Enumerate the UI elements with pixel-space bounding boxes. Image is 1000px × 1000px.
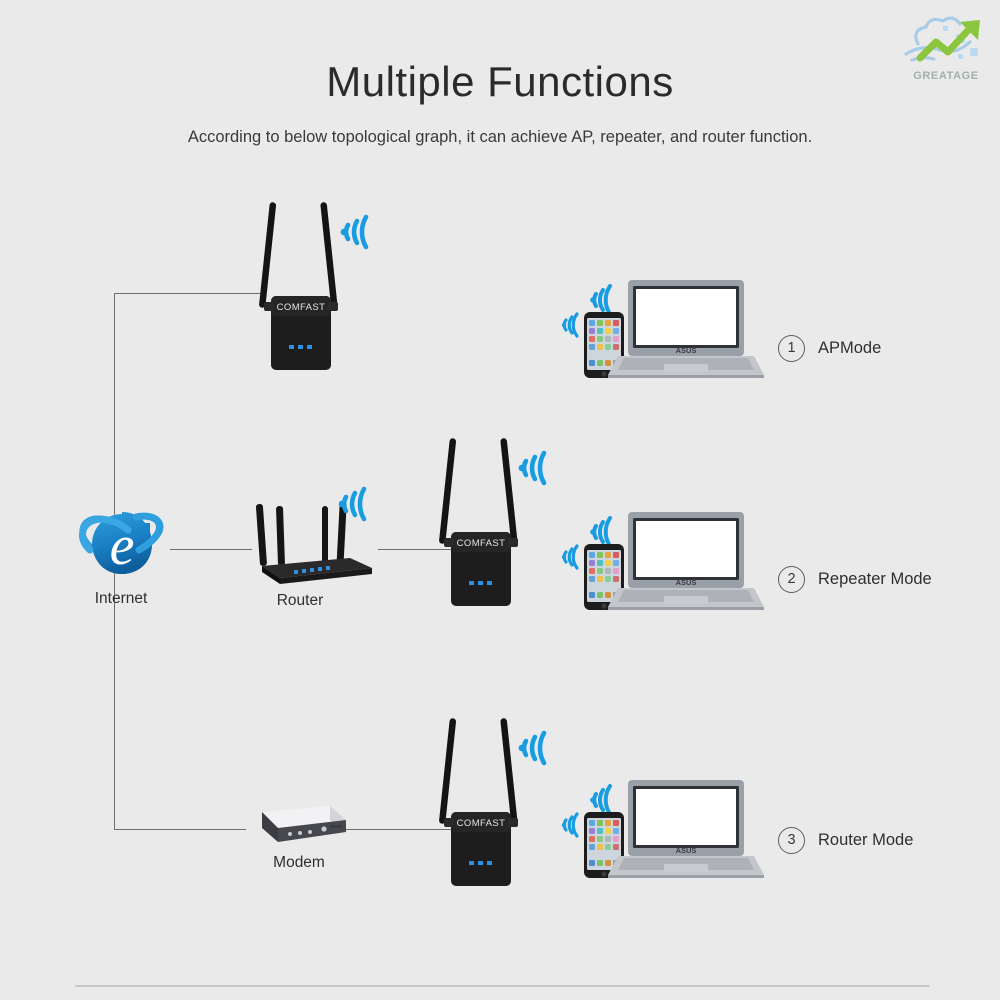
- wifi-signal-icon: [338, 212, 382, 254]
- laptop-icon: ASUS: [608, 280, 764, 378]
- client-devices-group: ASUS: [556, 272, 766, 380]
- wire-trunk-upper: [114, 293, 115, 549]
- repeater-brand-text: COMFAST: [277, 302, 326, 313]
- wifi-signal-icon: [336, 484, 380, 526]
- growth-chart-cloud-logo-icon: [898, 14, 994, 72]
- internet-label: Internet: [94, 590, 148, 607]
- repeater-brand-text: COMFAST: [457, 818, 506, 829]
- laptop-brand-text: ASUS: [676, 346, 697, 355]
- laptop-brand-text: ASUS: [676, 578, 697, 587]
- wifi-signal-icon: [592, 284, 612, 316]
- laptop-icon: ASUS: [608, 780, 764, 878]
- footer-divider: [75, 985, 930, 987]
- laptop-icon: ASUS: [608, 512, 764, 610]
- mode-row-router: 3 Router Mode: [778, 827, 913, 854]
- wifi-range-extender-icon: COMFAST: [434, 434, 530, 614]
- mode-label: APMode: [818, 339, 882, 357]
- internet-explorer-icon: e: [78, 502, 164, 582]
- mode-number-badge: 3: [778, 827, 805, 854]
- wifi-signal-icon: [516, 448, 560, 490]
- wifi-signal-icon: [592, 784, 612, 816]
- wifi-signal-icon: [592, 516, 612, 548]
- wireless-router-icon: [246, 496, 378, 588]
- repeater-brand-text: COMFAST: [457, 538, 506, 549]
- laptop-brand-text: ASUS: [676, 846, 697, 855]
- wire-internet-to-ap-repeater: [114, 293, 262, 294]
- page-title: Multiple Functions: [326, 58, 674, 105]
- mode-number-badge: 1: [778, 335, 805, 362]
- brand-logo-text: GREATAGE: [913, 70, 979, 82]
- mode-row-repeater: 2 Repeater Mode: [778, 566, 932, 593]
- mode-label: Router Mode: [818, 831, 914, 849]
- cable-modem-icon: [238, 798, 350, 856]
- wifi-signal-icon: [516, 728, 560, 770]
- mode-number-badge: 2: [778, 566, 805, 593]
- page-subtitle: According to below topological graph, it…: [187, 128, 813, 146]
- brand-logo: GREATAGE: [898, 14, 994, 92]
- wire-trunk-lower: [114, 549, 115, 829]
- router-label: Router: [276, 592, 324, 609]
- smartphone-icon: [584, 812, 624, 878]
- wire-trunk-to-modem: [114, 829, 246, 830]
- wire-router-to-repeater: [378, 549, 452, 550]
- wifi-range-extender-icon: COMFAST: [254, 198, 350, 378]
- smartphone-icon: [584, 312, 624, 378]
- wifi-range-extender-icon: COMFAST: [434, 714, 530, 894]
- wire-internet-to-router: [170, 549, 252, 550]
- mode-row-ap: 1 APMode: [778, 335, 881, 362]
- mode-label: Repeater Mode: [818, 570, 932, 588]
- wire-modem-to-repeater: [344, 829, 454, 830]
- client-devices-group: ASUS: [556, 504, 766, 612]
- client-devices-group: ASUS: [556, 772, 766, 880]
- modem-label: Modem: [273, 854, 325, 871]
